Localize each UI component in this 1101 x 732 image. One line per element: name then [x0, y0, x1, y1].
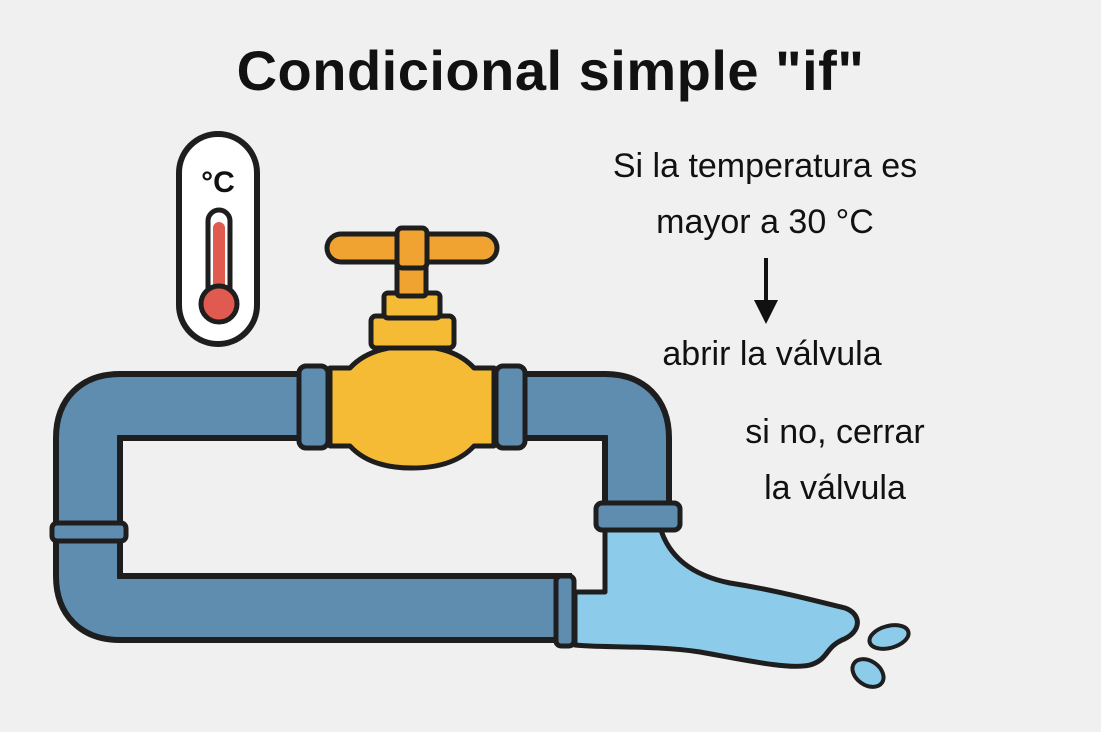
- valve: [296, 225, 528, 471]
- else-caption: si no, cerrar la válvula: [700, 404, 970, 516]
- valve-flange-right: [493, 363, 528, 451]
- water-drops: [850, 623, 911, 689]
- pipe-coupling-left: [49, 520, 129, 544]
- pipe-outlet-cap: [593, 500, 683, 533]
- condition-caption: Si la temperatura es mayor a 30 °C: [545, 138, 985, 250]
- condition-line-2: mayor a 30 °C: [656, 203, 874, 241]
- else-line-2: la válvula: [764, 469, 906, 507]
- valve-handle-hub: [394, 225, 430, 271]
- valve-bonnet: [368, 313, 457, 351]
- thermometer-unit-label: °C: [201, 166, 235, 199]
- thermometer-mercury: [213, 222, 225, 302]
- water-stream: [572, 524, 860, 669]
- thermometer-bulb: [198, 283, 240, 325]
- valve-flange-left: [296, 363, 331, 451]
- else-line-1: si no, cerrar: [745, 413, 925, 451]
- water-drop: [867, 623, 911, 651]
- valve-body: [327, 343, 497, 471]
- pipe: [59, 377, 666, 637]
- pipe-coupling-bottom: [553, 573, 577, 649]
- water-drop: [850, 657, 886, 689]
- condition-line-1: Si la temperatura es: [612, 147, 918, 185]
- thermometer-icon: °C: [176, 131, 260, 347]
- page-title: Condicional simple "if": [236, 39, 865, 102]
- down-arrow-icon: [754, 258, 778, 324]
- then-caption: abrir la válvula: [662, 335, 882, 373]
